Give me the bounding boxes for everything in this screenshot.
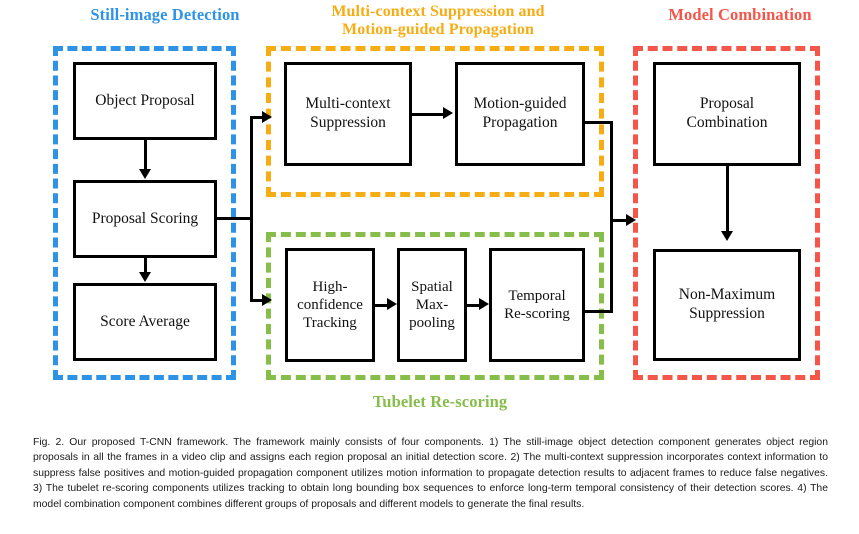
group-box-still-image-detection [53, 46, 236, 380]
node-proposal-scoring[interactable]: Proposal Scoring [73, 180, 217, 258]
group-title-model-combination: Model Combination [668, 5, 812, 24]
arrowhead-object-to-scoring [139, 169, 151, 179]
connector-mgp-to-merge [585, 121, 613, 124]
connector-scoring-branch-dropper [250, 217, 253, 302]
group-box-model-combination [633, 46, 820, 380]
figure-caption: Fig. 2. Our proposed T-CNN framework. Th… [33, 437, 828, 510]
arrowhead-tracking-to-maxpool [387, 298, 397, 310]
node-high-confidence-tracking[interactable]: High- confidence Tracking [285, 248, 375, 362]
node-non-maximum-suppression[interactable]: Non-Maximum Suppression [653, 249, 801, 361]
connector-mcs-to-mgp [412, 112, 444, 116]
connector-rescoring-to-merge [585, 310, 613, 313]
arrowhead-proposal-combination-to-nms [721, 231, 733, 241]
node-score-average[interactable]: Score Average [73, 283, 217, 361]
connector-object-to-scoring [143, 140, 147, 170]
connector-tracking-to-maxpool [375, 303, 388, 307]
node-object-proposal[interactable]: Object Proposal [73, 62, 217, 140]
node-proposal-combination[interactable]: Proposal Combination [653, 62, 801, 166]
arrowhead-scoring-to-mcs [262, 111, 272, 123]
node-spatial-max-pooling[interactable]: Spatial Max- pooling [397, 248, 467, 362]
node-multi-context-suppression[interactable]: Multi-context Suppression [284, 62, 412, 166]
connector-scoring-to-tracking [250, 299, 266, 302]
connector-scoring-to-mcs [250, 116, 266, 119]
connector-scoring-branch-riser [250, 116, 253, 220]
group-title-multi-context-suppression: Multi-context Suppression and Motion-gui… [331, 3, 545, 38]
arrowhead-scoring-to-average [139, 272, 151, 282]
arrowhead-mcs-to-mgp [443, 107, 453, 119]
connector-maxpool-to-rescoring [467, 303, 480, 307]
arrowhead-scoring-to-tracking [262, 294, 272, 306]
node-motion-guided-propagation[interactable]: Motion-guided Propagation [455, 62, 585, 166]
connector-merge-to-proposal-combination [610, 219, 628, 222]
group-title-tubelet-rescoring: Tubelet Re-scoring [372, 392, 508, 411]
connector-merge-bus [610, 121, 613, 313]
connector-scoring-branch-stem [217, 217, 253, 220]
group-box-tubelet-rescoring [266, 232, 604, 380]
connector-proposal-combination-to-nms [725, 166, 729, 232]
arrowhead-maxpool-to-rescoring [479, 298, 489, 310]
group-title-still-image-detection: Still-image Detection [90, 5, 240, 24]
connector-scoring-to-average [143, 258, 147, 273]
arrowhead-merge-to-model-combination [626, 214, 636, 226]
node-temporal-re-scoring[interactable]: Temporal Re-scoring [489, 248, 585, 362]
